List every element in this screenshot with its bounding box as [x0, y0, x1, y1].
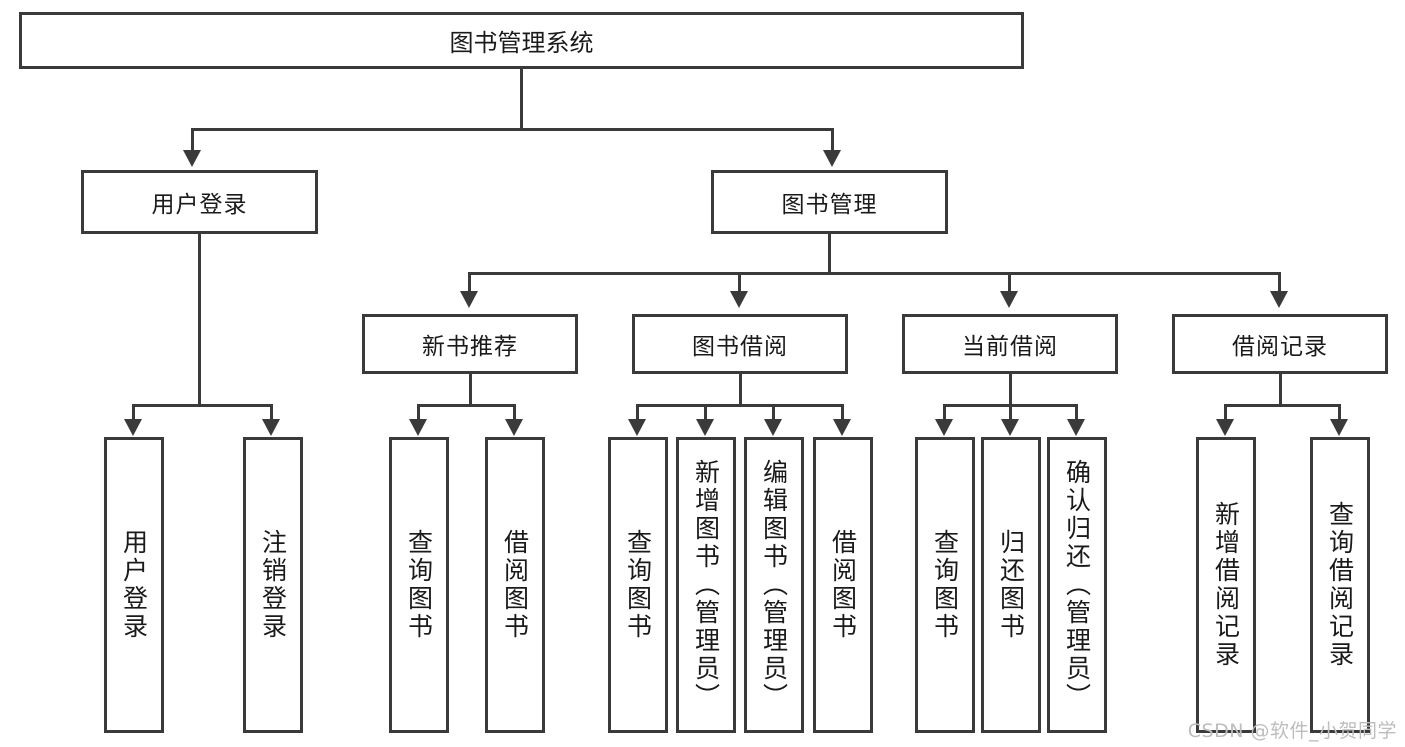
leaf-borrowrecord-query-record[interactable]: 查询借阅记录: [1310, 437, 1370, 733]
node-label: 当前借阅: [962, 334, 1058, 360]
node-label: 编辑图书（管理员）: [759, 459, 789, 711]
connector-userlogin-stem: [198, 234, 201, 406]
node-new-book-recommend[interactable]: 新书推荐: [362, 314, 578, 374]
node-label: 用户登录: [119, 529, 149, 641]
leaf-bookborrow-query-book[interactable]: 查询图书: [608, 437, 668, 733]
connector-newbook-drop-2: [513, 404, 516, 420]
connector-root-drop-right: [831, 128, 834, 152]
node-label: 查询图书: [930, 529, 960, 641]
connector-root-drop-left: [191, 128, 194, 152]
node-label: 图书管理系统: [449, 29, 594, 57]
node-label: 新增图书（管理员）: [691, 459, 721, 711]
connector-newbook-stem: [469, 374, 472, 406]
node-root-system[interactable]: 图书管理系统: [19, 12, 1024, 69]
leaf-logout[interactable]: 注销登录: [243, 437, 303, 733]
connector-newbook-rail: [417, 404, 515, 407]
node-label: 确认归还（管理员）: [1062, 459, 1092, 711]
arrowhead-borrowrecord-leaf-2: [1330, 419, 1348, 436]
node-book-management[interactable]: 图书管理: [711, 170, 948, 234]
connector-newbook-drop-1: [417, 404, 420, 420]
arrowhead-leaf-user-login: [124, 419, 142, 436]
watermark-text: CSDN @软件_小贺同学: [1187, 720, 1397, 742]
arrowhead-currentborrow-leaf-1: [935, 419, 953, 436]
arrowhead-new-book: [460, 291, 478, 308]
connector-root-stem: [520, 69, 523, 128]
node-label: 图书借阅: [692, 334, 788, 360]
arrowhead-user-login: [183, 150, 201, 167]
node-current-borrow[interactable]: 当前借阅: [902, 314, 1118, 374]
leaf-newbook-borrow-book[interactable]: 借阅图书: [485, 437, 545, 733]
node-borrow-record[interactable]: 借阅记录: [1172, 314, 1388, 374]
node-label: 查询借阅记录: [1325, 501, 1355, 669]
connector-bookborrow-rail: [636, 404, 844, 407]
node-book-borrow[interactable]: 图书借阅: [632, 314, 848, 374]
connector-userlogin-drop-2: [270, 404, 273, 420]
connector-currentborrow-stem: [1009, 374, 1012, 406]
arrowhead-book-borrow: [730, 291, 748, 308]
arrowhead-currentborrow-leaf-3: [1067, 419, 1085, 436]
connector-bookborrow-drop-2: [704, 404, 707, 420]
node-label: 归还图书: [996, 529, 1026, 641]
connector-bookmgmt-rail: [468, 272, 1280, 275]
connector-bookmgmt-drop-3: [1008, 272, 1011, 292]
connector-currentborrow-drop-2: [1009, 404, 1012, 420]
node-label: 新书推荐: [422, 334, 518, 360]
leaf-currentborrow-query-book[interactable]: 查询图书: [915, 437, 975, 733]
node-label: 图书管理: [781, 192, 878, 218]
connector-borrowrecord-rail: [1224, 404, 1340, 407]
node-label: 借阅图书: [500, 529, 530, 641]
leaf-bookborrow-borrow-book[interactable]: 借阅图书: [813, 437, 873, 733]
node-label: 查询图书: [404, 529, 434, 641]
connector-bookmgmt-stem: [828, 234, 831, 274]
connector-bookborrow-drop-4: [841, 404, 844, 420]
connector-bookmgmt-drop-2: [738, 272, 741, 292]
arrowhead-bookborrow-leaf-3: [764, 419, 782, 436]
connector-bookborrow-drop-1: [636, 404, 639, 420]
arrowhead-bookborrow-leaf-2: [696, 419, 714, 436]
connector-bookborrow-drop-3: [772, 404, 775, 420]
arrowhead-bookborrow-leaf-1: [628, 419, 646, 436]
connector-root-rail: [191, 128, 834, 131]
node-label: 借阅图书: [828, 529, 858, 641]
arrowhead-current-borrow: [1000, 291, 1018, 308]
leaf-newbook-query-book[interactable]: 查询图书: [389, 437, 449, 733]
leaf-bookborrow-edit-book[interactable]: 编辑图书（管理员）: [744, 437, 804, 733]
connector-userlogin-drop-1: [132, 404, 135, 420]
leaf-borrowrecord-add-record[interactable]: 新增借阅记录: [1196, 437, 1256, 733]
arrowhead-newbook-leaf-2: [505, 419, 523, 436]
leaf-bookborrow-add-book[interactable]: 新增图书（管理员）: [676, 437, 736, 733]
node-user-login[interactable]: 用户登录: [81, 170, 318, 234]
arrowhead-borrow-record: [1270, 291, 1288, 308]
connector-currentborrow-drop-1: [943, 404, 946, 420]
arrowhead-newbook-leaf-1: [409, 419, 427, 436]
connector-bookmgmt-drop-4: [1278, 272, 1281, 292]
node-label: 借阅记录: [1232, 334, 1328, 360]
node-label: 用户登录: [151, 192, 248, 218]
connector-bookborrow-stem: [739, 374, 742, 406]
arrowhead-borrowrecord-leaf-1: [1216, 419, 1234, 436]
arrowhead-leaf-logout: [262, 419, 280, 436]
connector-userlogin-rail: [132, 404, 270, 407]
leaf-user-login[interactable]: 用户登录: [104, 437, 164, 733]
arrowhead-currentborrow-leaf-2: [1001, 419, 1019, 436]
connector-bookmgmt-drop-1: [468, 272, 471, 292]
connector-borrowrecord-drop-2: [1338, 404, 1341, 420]
arrowhead-bookborrow-leaf-4: [833, 419, 851, 436]
connector-borrowrecord-stem: [1279, 374, 1282, 406]
connector-borrowrecord-drop-1: [1224, 404, 1227, 420]
leaf-currentborrow-return-book[interactable]: 归还图书: [981, 437, 1041, 733]
node-label: 注销登录: [258, 529, 288, 641]
arrowhead-book-manage: [823, 150, 841, 167]
leaf-currentborrow-confirm-return[interactable]: 确认归还（管理员）: [1047, 437, 1107, 733]
connector-currentborrow-drop-3: [1075, 404, 1078, 420]
node-label: 查询图书: [623, 529, 653, 641]
node-label: 新增借阅记录: [1211, 501, 1241, 669]
